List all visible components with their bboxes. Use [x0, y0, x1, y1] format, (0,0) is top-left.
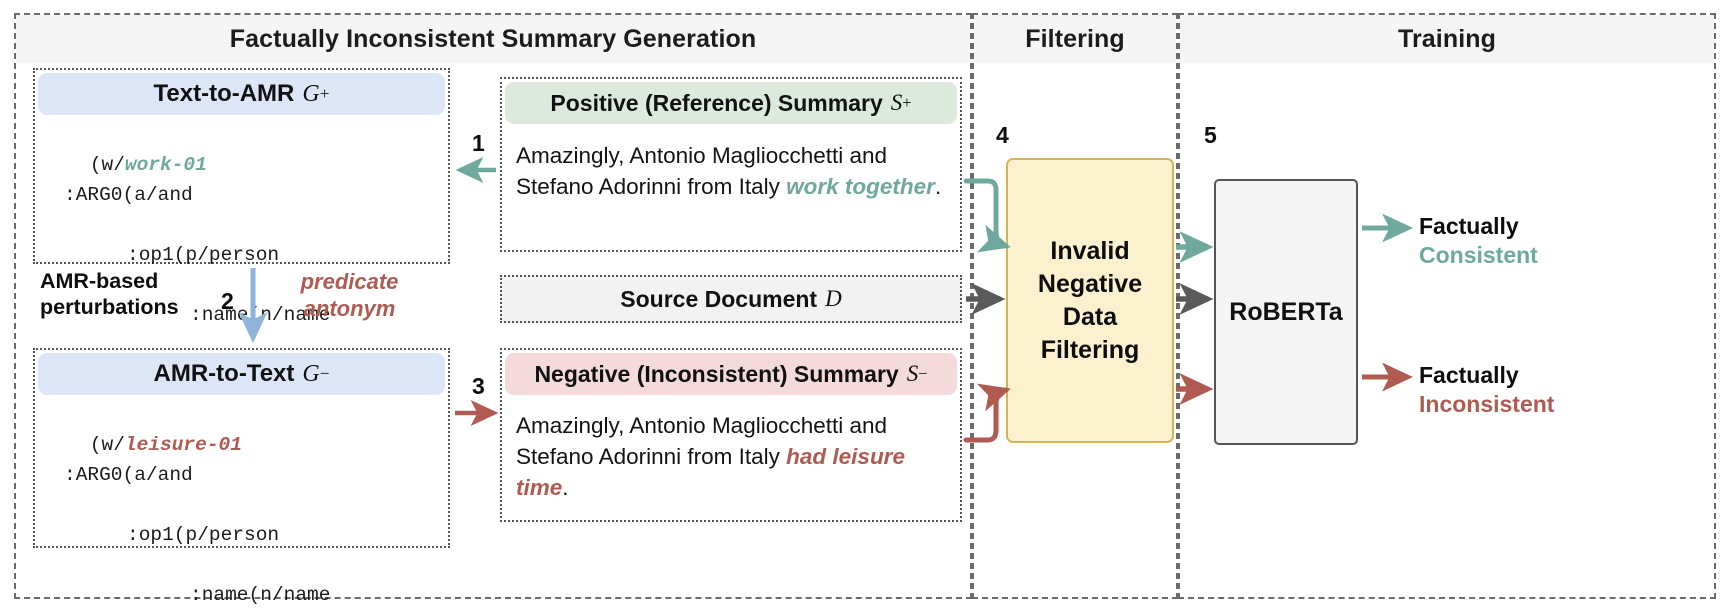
positive-summary-title-text: Positive (Reference) Summary — [550, 89, 883, 116]
panel-generation-header: Factually Inconsistent Summary Generatio… — [16, 15, 970, 63]
card-source-document-title: Source Document D — [502, 277, 960, 321]
panel-filtering-header: Filtering — [974, 15, 1176, 63]
positive-summary-symbol: S — [890, 90, 903, 115]
amr-neg-line-3: :name(n/name — [190, 584, 331, 606]
negative-summary-title-text: Negative (Inconsistent) Summary — [534, 360, 899, 387]
amr-to-text-code: (w/leisure-01 :ARG0(a/and :op1(p/person … — [43, 400, 330, 612]
positive-summary-highlight: work together — [786, 174, 935, 199]
predicate-antonym-line-1: predicate — [300, 269, 399, 294]
source-document-symbol: D — [825, 286, 842, 311]
amr-pos-concept: work-01 — [124, 154, 207, 176]
panel-filtering-title: Filtering — [1025, 24, 1125, 53]
step-number-3: 3 — [472, 373, 485, 399]
step-number-5: 5 — [1204, 122, 1217, 148]
negative-summary-plain-2: . — [562, 475, 569, 500]
output-factually-consistent: Factually Consistent — [1419, 212, 1538, 270]
panel-generation — [14, 13, 972, 599]
card-amr-to-text-title: AMR-to-Text G− — [38, 353, 445, 395]
step-number-2: 2 — [221, 288, 234, 314]
amr-neg-line-2: :op1(p/person — [127, 524, 280, 546]
negative-summary-plain-1: Amazingly, Antonio Magliocchetti and Ste… — [516, 413, 888, 469]
panel-training-header: Training — [1180, 15, 1714, 63]
output-consistent-line-1: Factually — [1419, 213, 1519, 239]
step-number-4: 4 — [996, 122, 1009, 148]
perturbation-line-2: perturbations — [40, 295, 179, 319]
positive-summary-plain-1: Amazingly, Antonio Magliocchetti and Ste… — [516, 143, 888, 199]
amr-pos-line-1: :ARG0(a/and — [64, 184, 193, 206]
perturbation-line-1: AMR-based — [40, 269, 159, 293]
positive-summary-superscript: + — [902, 93, 912, 112]
step-number-1: 1 — [472, 130, 485, 156]
positive-summary-plain-2: . — [934, 174, 942, 199]
amr-neg-concept: leisure-01 — [124, 434, 242, 456]
text-to-amr-title-text: Text-to-AMR — [153, 80, 295, 107]
panel-training — [1178, 13, 1716, 599]
predicate-antonym-line-2: antonym — [303, 296, 396, 321]
card-text-to-amr-title: Text-to-AMR G+ — [38, 73, 445, 115]
amr-perturbation-label: AMR-based perturbations — [40, 268, 210, 320]
amr-to-text-superscript: − — [319, 364, 330, 383]
amr-pos-line-2: :op1(p/person — [127, 244, 280, 266]
card-negative-summary-title: Negative (Inconsistent) Summary S− — [505, 353, 957, 395]
invalid-negative-data-filtering-box: Invalid Negative Data Filtering — [1006, 158, 1174, 443]
positive-summary-body: Amazingly, Antonio Magliocchetti and Ste… — [516, 140, 948, 202]
output-consistent-line-2: Consistent — [1419, 242, 1538, 268]
output-factually-inconsistent: Factually Inconsistent — [1419, 361, 1554, 419]
predicate-antonym-label: predicate antonym — [272, 268, 427, 322]
negative-summary-highlight: had leisure time — [516, 444, 905, 500]
card-positive-summary-title: Positive (Reference) Summary S+ — [505, 82, 957, 124]
amr-pos-prefix: (w/ — [89, 154, 125, 176]
roberta-model-box: RoBERTa — [1214, 179, 1358, 445]
negative-summary-body: Amazingly, Antonio Magliocchetti and Ste… — [516, 410, 948, 503]
negative-summary-superscript: − — [918, 364, 928, 383]
source-document-title-text: Source Document — [620, 285, 818, 312]
negative-summary-symbol: S — [906, 361, 919, 386]
output-inconsistent-line-1: Factually — [1419, 362, 1519, 388]
amr-to-text-title-text: AMR-to-Text — [153, 360, 295, 387]
panel-generation-title: Factually Inconsistent Summary Generatio… — [229, 24, 757, 53]
text-to-amr-superscript: + — [319, 84, 330, 103]
text-to-amr-symbol: G — [302, 80, 320, 107]
amr-neg-prefix: (w/ — [89, 434, 125, 456]
amr-neg-line-1: :ARG0(a/and — [64, 464, 193, 486]
filter-box-label: Invalid Negative Data Filtering — [1037, 236, 1143, 364]
panel-training-title: Training — [1397, 24, 1497, 53]
amr-to-text-symbol: G — [302, 360, 320, 387]
model-box-label: RoBERTa — [1229, 297, 1343, 326]
output-inconsistent-line-2: Inconsistent — [1419, 391, 1555, 417]
